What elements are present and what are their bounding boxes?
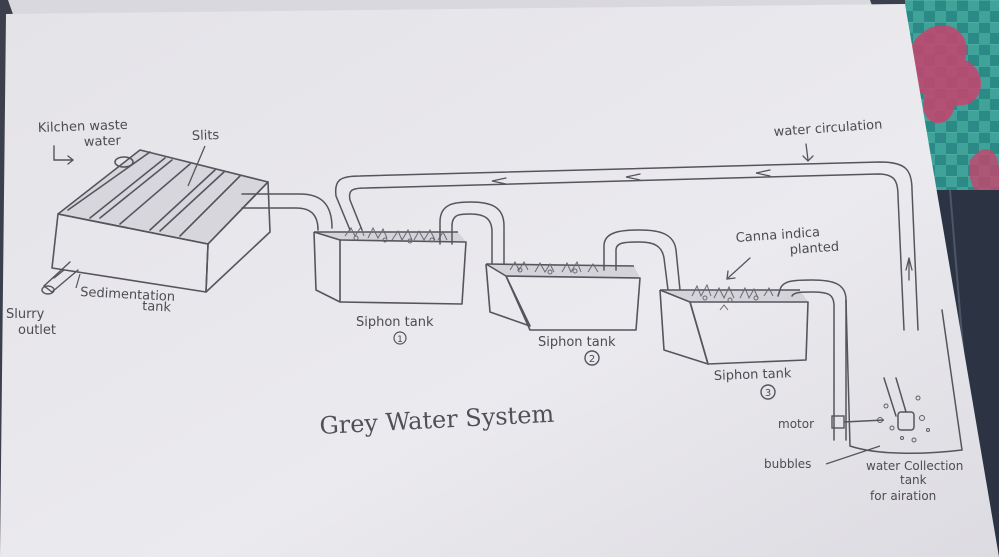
pipe-sedimentation-to-siphon1 [241,193,333,231]
canna-indica-pointer [726,257,751,280]
sedimentation-tank [51,149,271,293]
slits-pointer [187,145,206,187]
slits-label: Slits [192,128,220,144]
siphon-tank-3-number: 3 [765,388,771,399]
pipe-siphon3-to-collection [777,279,847,441]
siphon-pipe-1-2 [439,201,505,267]
paper-sheet [0,4,999,557]
circulation-arrows [491,169,913,281]
collection-airation-label: for airation [870,489,936,503]
kitchen-waste-label: Kilchen waste [38,118,128,136]
motor-label: motor [778,417,814,431]
siphon-tank-3-number-circle [760,384,776,400]
collection-tank-word: tank [900,473,927,487]
sedimentation-tank-word: tank [142,299,172,316]
slurry-label: Slurry [6,307,45,322]
sedimentation-label: Sedimentation [80,285,176,305]
water-collection-tank [845,299,963,455]
outlet-label: outlet [18,323,56,338]
water-circulation-pipe [334,161,919,331]
cloth-flower [906,25,982,124]
slurry-outlet-pipe [41,261,79,295]
plants-tank-3 [691,283,774,311]
plants-tank-2 [509,260,599,275]
siphon-tank-2-label: Siphon tank [538,335,616,350]
kitchen-water-label: water [84,134,122,150]
siphon-tank-2-number: 2 [589,354,595,365]
siphon-tank-1-number-circle [393,331,407,345]
canna-planted-label: planted [789,240,839,258]
bubbles-label: bubbles [764,457,811,471]
bubbles-pointer [825,445,881,465]
siphon-tank-1-label: Siphon tank [356,315,434,330]
siphon-tank-1 [313,231,467,305]
siphon-pipe-2-3 [603,229,681,291]
canna-indica-label: Canna indica [735,225,820,246]
water-circulation-pointer [802,143,814,162]
siphon-tank-1-number: 1 [397,335,403,345]
siphon-tank-2-number-circle [584,350,600,366]
inlet-arrow [53,145,75,165]
sedimentation-pointer [75,273,81,289]
collection-tank-label: water Collection [866,459,963,473]
siphon-tank-3-label: Siphon tank [714,366,792,384]
cloth-flower [969,149,999,201]
motor [831,415,885,429]
